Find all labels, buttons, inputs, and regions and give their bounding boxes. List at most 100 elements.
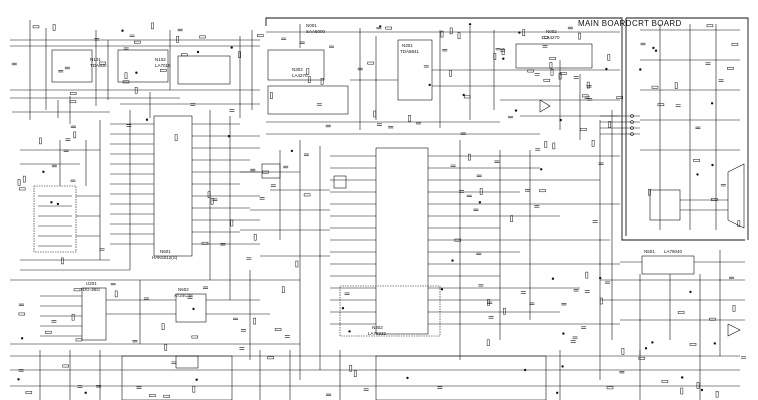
resistor-symbol (134, 87, 138, 94)
resistor-symbol (174, 134, 178, 141)
capacitor-symbol (508, 115, 513, 119)
resistor-symbol (638, 356, 646, 360)
resistor-symbol (75, 338, 83, 342)
n302b-ref: N302 (372, 325, 383, 330)
capacitor-symbol (376, 123, 382, 126)
resistor-symbol (124, 72, 128, 79)
n302-part: LA4270 (292, 73, 308, 78)
junction-dot (121, 29, 124, 32)
junction-dot (17, 378, 20, 381)
resistor-symbol (199, 35, 206, 39)
resistor-symbol (585, 271, 589, 279)
resistor-symbol (606, 386, 614, 390)
capacitor-symbol (720, 184, 726, 187)
resistor-symbol (71, 313, 75, 321)
main-board-title: MAIN BOARD (578, 19, 632, 28)
capacitor-symbol (284, 335, 290, 338)
resistor-symbol (657, 103, 665, 107)
capacitor-symbol (437, 386, 443, 389)
crt-amplifier-section (600, 24, 745, 230)
resistor-symbol (32, 25, 40, 29)
resistor-symbol (18, 187, 26, 191)
resistor-symbol (527, 69, 534, 73)
resistor-symbol (693, 159, 700, 162)
n601-ref: N601 (160, 249, 171, 254)
capacitor-symbol (99, 248, 105, 251)
n001-ref: N001 (306, 23, 317, 28)
resistor-symbol (69, 92, 77, 95)
capacitor-symbol (495, 47, 501, 51)
passive-components (11, 22, 747, 398)
resistor-symbol (163, 394, 170, 398)
capacitor-symbol (388, 126, 394, 129)
resistor-symbol (367, 61, 374, 65)
resistor-symbol (677, 311, 685, 314)
resistor-symbol (463, 95, 471, 99)
n602-ref: N602 (178, 287, 189, 292)
n301-ref: N301 (402, 43, 413, 48)
capacitor-symbol (11, 62, 17, 66)
capacitor-symbol (363, 388, 369, 391)
resistor-symbol (661, 380, 669, 383)
capacitor-symbol (187, 296, 193, 299)
junction-dot (406, 376, 409, 380)
capacitor-symbol (570, 340, 576, 343)
capacitor-symbol (494, 160, 500, 163)
resistor-symbol (510, 215, 513, 222)
resistor-symbol (151, 22, 154, 30)
resistor-symbol (114, 290, 118, 298)
junction-dot (379, 25, 382, 28)
capacitor-symbol (535, 148, 541, 151)
capacitor-symbol (129, 34, 135, 37)
capacitor-symbol (718, 79, 724, 82)
capacitor-symbol (270, 184, 276, 187)
resistor-symbol (479, 188, 483, 195)
resistor-symbol (349, 364, 353, 372)
capacitor-symbol (488, 316, 494, 319)
capacitor-symbol (18, 303, 24, 306)
junction-dot (711, 163, 714, 167)
resistor-symbol (449, 27, 453, 35)
n101-ref: N101 (90, 57, 101, 62)
resistor-symbol (192, 385, 196, 393)
junction-dot (230, 46, 233, 49)
resistor-symbol (737, 220, 741, 227)
capacitor-symbol (534, 73, 540, 76)
resistor-symbol (22, 175, 26, 183)
resistor-symbol (307, 76, 311, 83)
resistor-symbol (715, 390, 719, 398)
resistor-symbol (320, 78, 324, 85)
capacitor-symbol (203, 286, 209, 289)
resistor-symbol (161, 323, 165, 330)
resistor-symbol (550, 69, 554, 76)
junction-dot (639, 68, 642, 71)
junction-dot (689, 290, 692, 294)
capacitor-symbol (344, 292, 350, 295)
resistor-symbol (176, 36, 179, 43)
capacitor-symbol (326, 393, 332, 396)
resistor-symbol (267, 356, 274, 360)
capacitor-symbol (542, 45, 548, 48)
resistor-symbol (674, 82, 678, 89)
capacitor-symbol (77, 385, 83, 388)
resistor-symbol (281, 286, 285, 293)
capacitor-symbol (450, 164, 456, 167)
resistor-symbol (591, 140, 595, 147)
keypad-section (20, 140, 130, 271)
resistor-symbol (706, 24, 714, 28)
capacitor-symbol (143, 297, 149, 300)
capacitor-symbol (281, 37, 287, 40)
resistor-symbol (543, 78, 551, 82)
junction-dot (539, 168, 543, 171)
resistor-symbol (262, 170, 269, 174)
resistor-symbol (549, 62, 553, 69)
resistor-symbol (680, 387, 684, 395)
resistor-symbol (18, 312, 26, 316)
capacitor-symbol (232, 317, 238, 321)
resistor-symbol (552, 142, 556, 150)
capacitor-symbol (123, 47, 129, 50)
capacitor-symbol (705, 62, 711, 65)
resistor-symbol (303, 193, 311, 197)
capacitor-symbol (487, 301, 493, 304)
